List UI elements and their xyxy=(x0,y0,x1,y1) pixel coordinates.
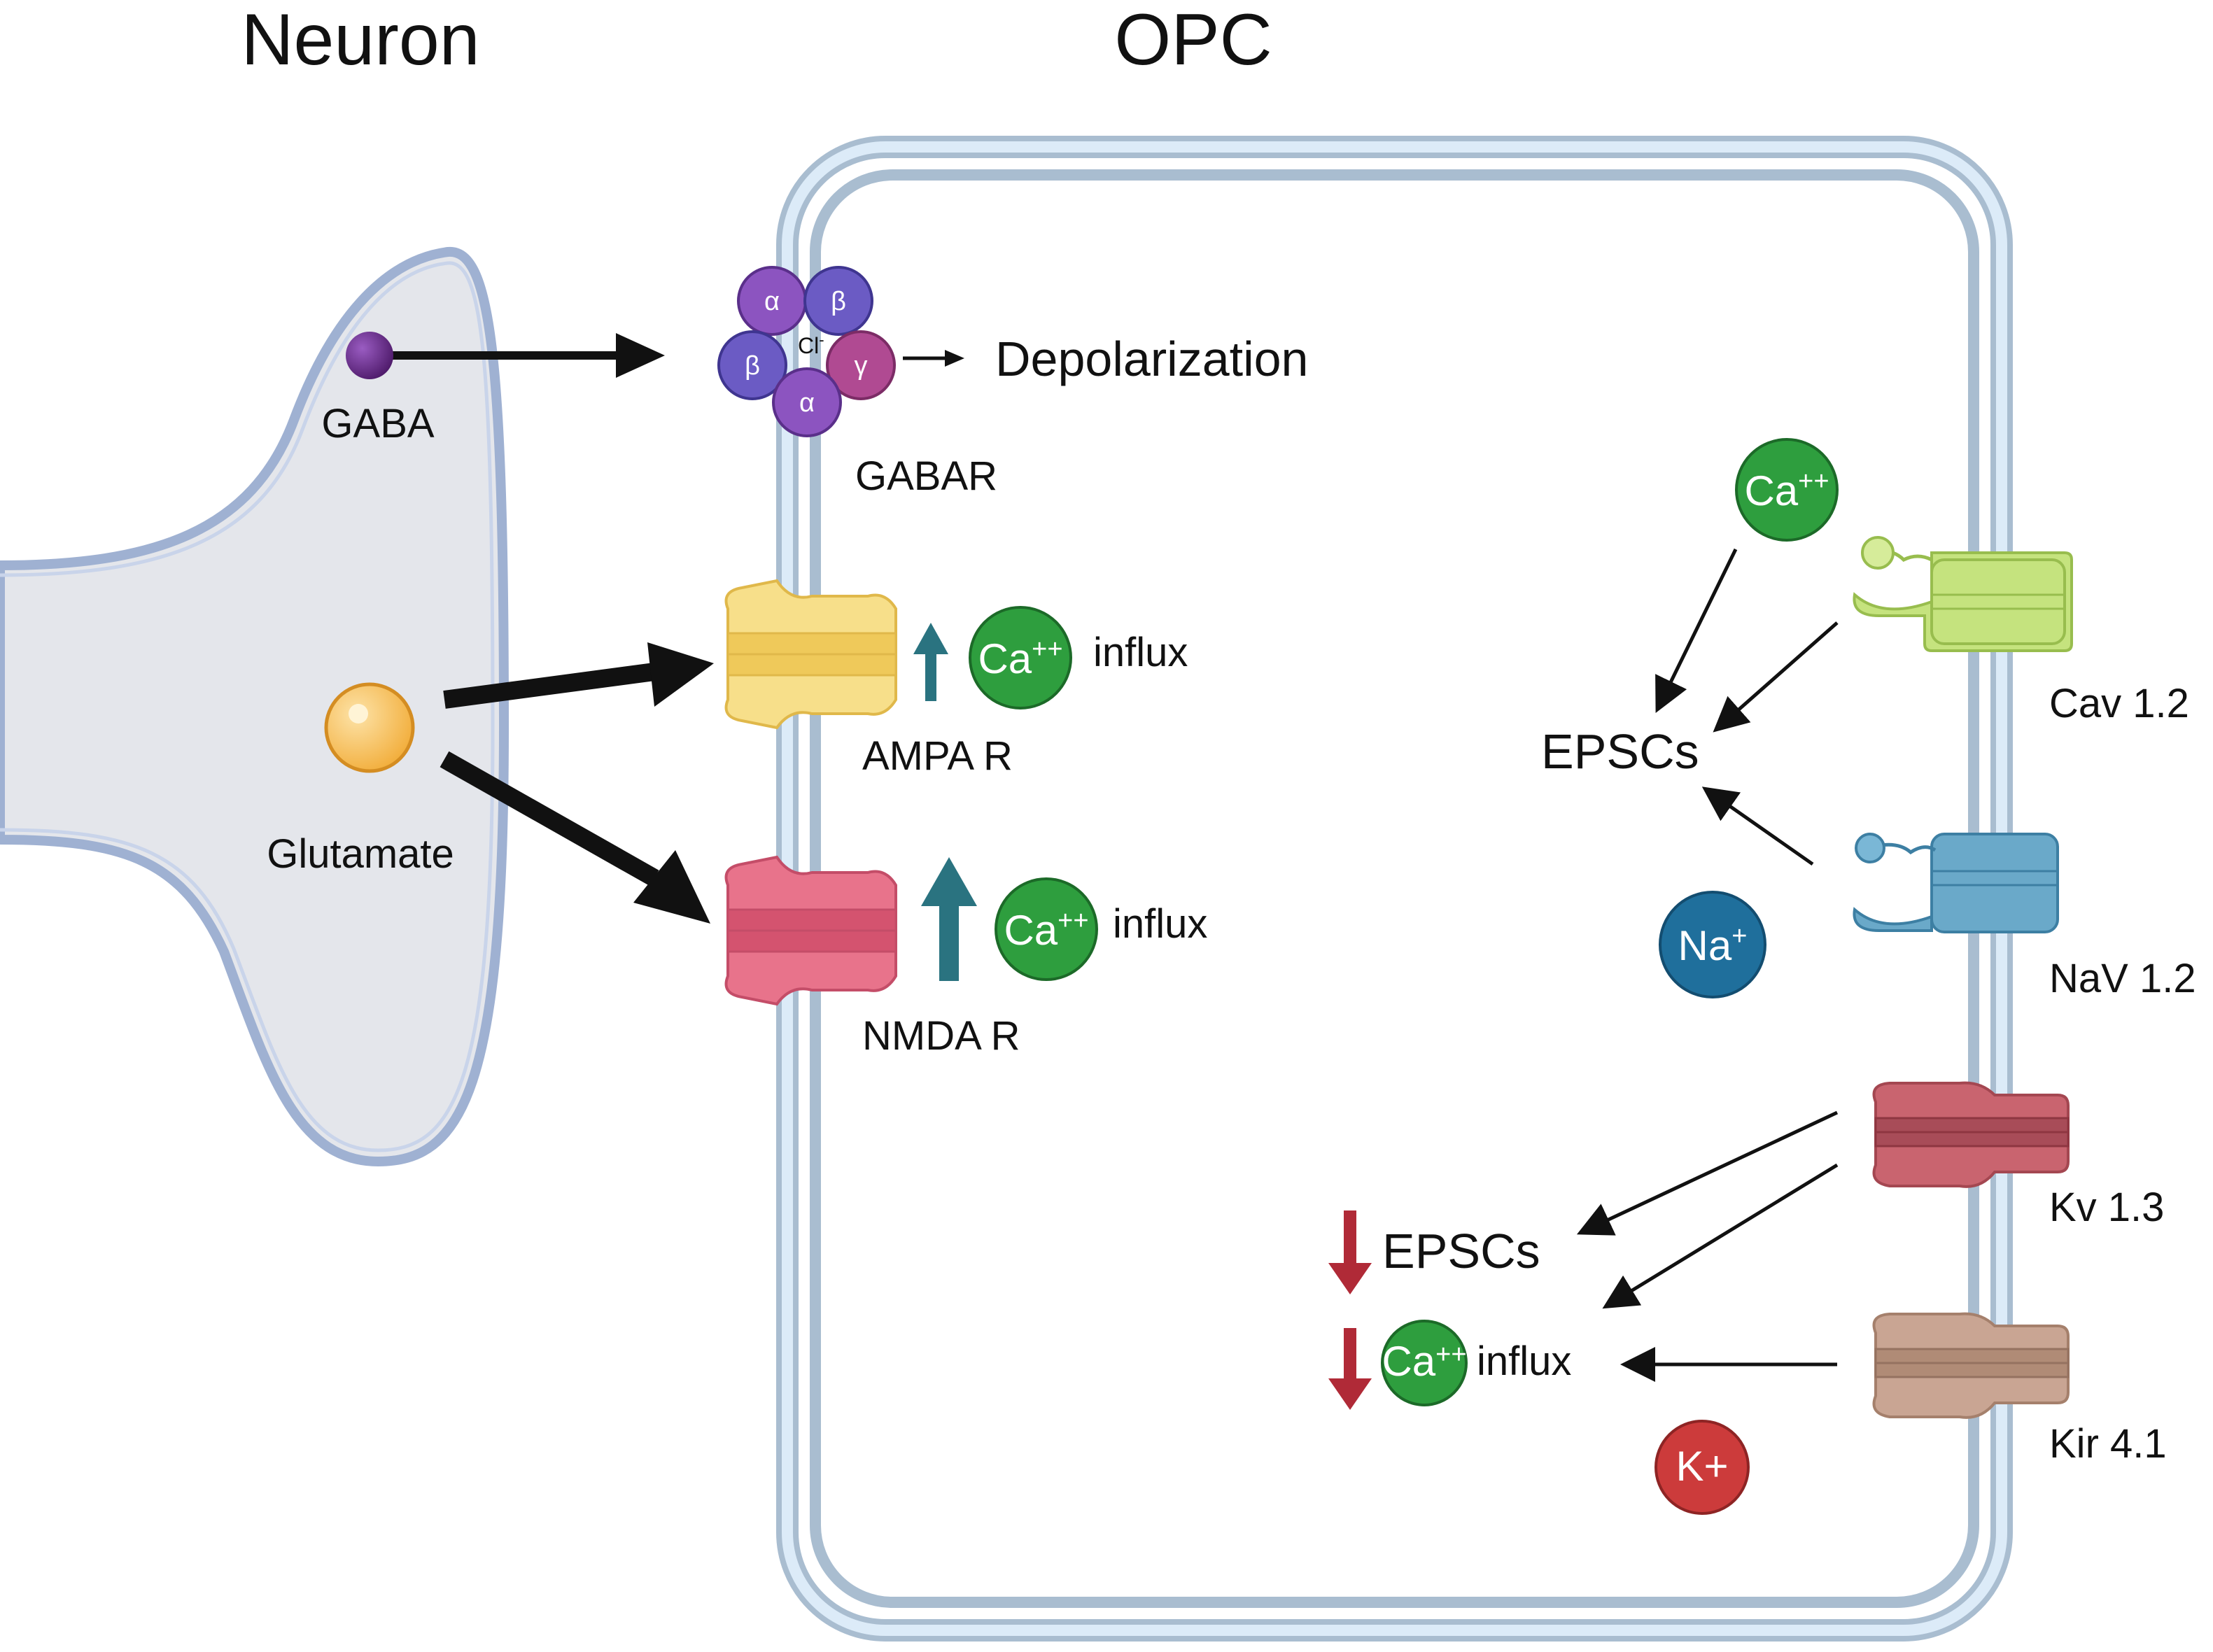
kir-k-ion-symbol: K+ xyxy=(1675,1443,1728,1490)
ca-down-ion: Ca++ xyxy=(1381,1320,1468,1406)
ampa-ca-ion-symbol: Ca xyxy=(978,635,1032,682)
gabar-subunit-1: α xyxy=(764,287,780,316)
glutamate-to-nmda-arrow xyxy=(440,751,710,924)
opc-cell-membrane xyxy=(776,136,2013,1642)
nav-to-epscs-arrow xyxy=(1701,786,1814,866)
depolarization-label: Depolarization xyxy=(995,332,1308,386)
glutamate-to-ampa-arrow xyxy=(443,642,714,709)
gabar-subunit-4: γ xyxy=(855,351,868,381)
kir-channel xyxy=(1872,1312,2070,1419)
svg-text:Ca++: Ca++ xyxy=(1004,906,1088,954)
nav-na-ion-symbol: Na xyxy=(1678,922,1732,969)
ampa-label: AMPA R xyxy=(862,733,1013,779)
ca-to-epscs-arrow xyxy=(1655,548,1738,713)
cav-label: Cav 1.2 xyxy=(2049,681,2189,726)
kv-channel xyxy=(1872,1081,2070,1188)
ca-down-ion-symbol: Ca xyxy=(1382,1338,1435,1385)
kv-to-ca-arrow xyxy=(1602,1163,1839,1309)
epscs-up-label: EPSCs xyxy=(1541,724,1699,779)
epscs-down-arrow xyxy=(1328,1210,1372,1294)
ampa-ca-ion: Ca++ xyxy=(969,606,1072,709)
cav-ca-ion-charge: ++ xyxy=(1798,467,1829,496)
gabar-subunit-3: β xyxy=(745,351,760,381)
svg-text:Ca++: Ca++ xyxy=(1382,1338,1466,1385)
ampa-receptor xyxy=(724,579,897,730)
svg-text:Ca++: Ca++ xyxy=(1744,467,1829,514)
gabar-label: GABAR xyxy=(855,453,997,499)
kv-label: Kv 1.3 xyxy=(2049,1185,2164,1230)
nmda-up-arrow xyxy=(921,857,977,981)
cav-channel xyxy=(1853,536,2073,652)
kir-k-ion: K+ xyxy=(1655,1420,1750,1515)
glutamate-molecule xyxy=(324,682,415,773)
gabar-receptor: α β β γ α Cl- xyxy=(717,266,896,437)
nav-label: NaV 1.2 xyxy=(2049,956,2196,1001)
nmda-ca-ion: Ca++ xyxy=(995,877,1098,981)
nmda-receptor xyxy=(724,855,897,1006)
nmda-ca-ion-charge: ++ xyxy=(1058,906,1088,936)
gaba-label: GABA xyxy=(321,401,434,446)
opc-title: OPC xyxy=(1114,0,1272,80)
ampa-up-arrow xyxy=(913,623,948,701)
kv-to-epscs-arrow xyxy=(1576,1110,1839,1236)
kir-label: Kir 4.1 xyxy=(2049,1421,2167,1467)
svg-text:Na+: Na+ xyxy=(1678,922,1748,969)
nav-na-ion: Na+ xyxy=(1659,891,1766,998)
ca-down-influx-label: influx xyxy=(1477,1339,1571,1384)
ca-down-ion-charge: ++ xyxy=(1435,1340,1466,1369)
nmda-label: NMDA R xyxy=(862,1013,1020,1059)
cav-to-epscs-arrow xyxy=(1713,621,1839,733)
nav-na-ion-charge: + xyxy=(1731,922,1747,951)
gabar-subunit-2: β xyxy=(831,287,846,316)
ampa-ca-ion-charge: ++ xyxy=(1032,635,1062,664)
gabar-pore-ion: Cl- xyxy=(798,331,824,358)
neuron-cell xyxy=(0,246,510,1167)
ca-down-arrow xyxy=(1328,1328,1372,1410)
glutamate-label: Glutamate xyxy=(267,831,454,877)
gabar-subunit-5: α xyxy=(799,388,815,418)
ampa-influx-label: influx xyxy=(1093,630,1188,675)
svg-text:Ca++: Ca++ xyxy=(978,635,1062,682)
neuron-title: Neuron xyxy=(241,0,479,80)
depolarization-arrow xyxy=(903,350,964,367)
nmda-ca-ion-symbol: Ca xyxy=(1004,907,1058,954)
epscs-down-label: EPSCs xyxy=(1382,1224,1540,1278)
cav-ca-ion: Ca++ xyxy=(1735,438,1839,542)
nav-channel xyxy=(1853,833,2059,933)
nmda-influx-label: influx xyxy=(1113,901,1207,947)
gaba-molecule xyxy=(346,332,665,379)
cav-ca-ion-symbol: Ca xyxy=(1744,467,1798,514)
